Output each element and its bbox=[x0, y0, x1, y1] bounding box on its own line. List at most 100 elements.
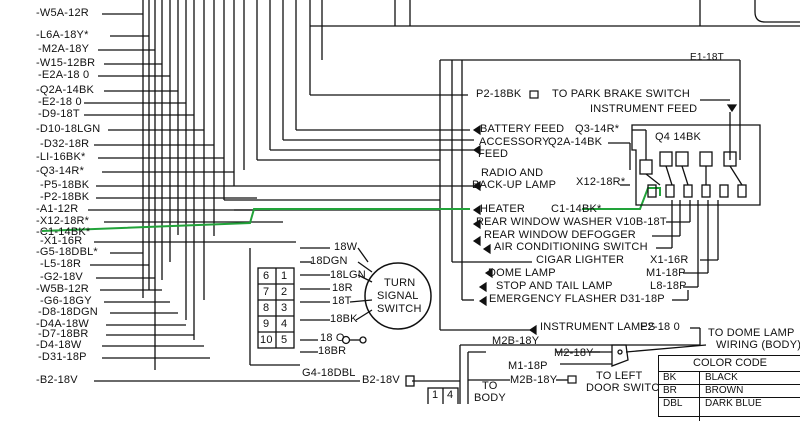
m1-18p-wire-label: M1-18P bbox=[508, 360, 548, 372]
turn-signal-wire-label: 18BK bbox=[330, 313, 358, 325]
left-wire-label: -L5-18R bbox=[40, 258, 82, 270]
turn-signal-wire-label: 18DGN bbox=[310, 255, 348, 267]
q3-wire-label: Q3-14R* bbox=[575, 123, 620, 135]
connector-pin-label: 5 bbox=[281, 334, 288, 346]
turn-signal-wire-label: 18LGN bbox=[330, 269, 366, 281]
connector-pin-label: 3 bbox=[281, 302, 288, 314]
left-wire-label: -L6A-18Y* bbox=[36, 29, 89, 41]
emergency-flasher-label: EMERGENCY FLASHER bbox=[489, 293, 617, 305]
turn-signal-wire-label: 18 O bbox=[320, 332, 345, 344]
turn-signal-label-3: SWITCH bbox=[377, 303, 422, 315]
left-wire-label: -X12-18R* bbox=[36, 215, 90, 227]
instrument-feed-label: INSTRUMENT FEED bbox=[590, 103, 698, 115]
left-wire-label: -G5-18DBL* bbox=[36, 246, 98, 258]
left-wire-label: -W15-12BR bbox=[36, 57, 96, 69]
d31-wire-label: D31-18P bbox=[620, 293, 665, 305]
m2b-wire-label-b: M2B-18Y bbox=[510, 374, 558, 386]
left-wire-label: -Q2A-14BK bbox=[36, 84, 95, 96]
turn-signal-label-1: TURN bbox=[384, 277, 416, 289]
left-wire-label: -P5-18BK bbox=[40, 179, 90, 191]
door-switch-connector-icon bbox=[567, 375, 577, 384]
battery-feed-label: BATTERY FEED bbox=[480, 123, 565, 135]
color-code-title: COLOR CODE bbox=[693, 357, 767, 369]
bottom-connector-pin: 4 bbox=[447, 389, 454, 401]
dome-lamp-connector bbox=[611, 344, 707, 367]
e1-wire-label: E1-18T bbox=[690, 52, 724, 63]
left-wire-label: -B2-18V bbox=[36, 374, 78, 386]
q2a-wire-label: Q2A-14BK bbox=[548, 136, 603, 148]
left-wire-label: -G6-18GY bbox=[40, 295, 92, 307]
left-wire-label: -LI-16BK* bbox=[36, 151, 86, 163]
c1-wire-label: C1-14BK* bbox=[551, 203, 602, 215]
dome-wiring-body-label: WIRING (BODY) bbox=[716, 339, 800, 351]
p2-wire-label: P2-18BK bbox=[476, 88, 522, 100]
cigar-lighter-label: CIGAR LIGHTER bbox=[536, 254, 625, 266]
l8-wire-label: L8-18P bbox=[650, 280, 687, 292]
connector-pin-label: 6 bbox=[263, 270, 270, 282]
to-left-label: TO LEFT bbox=[596, 370, 643, 382]
accessory-feed-label: FEED bbox=[478, 148, 509, 160]
park-brake-switch-label: TO PARK BRAKE SWITCH bbox=[552, 88, 691, 100]
e2-wire-label: E2-18 0 bbox=[640, 321, 680, 333]
left-wire-label: -E2A-18 0 bbox=[38, 69, 90, 81]
color-code-abbrev: BK bbox=[663, 372, 677, 383]
left-wire-label: -A1-12R bbox=[36, 203, 79, 215]
bottom-connector bbox=[405, 375, 459, 404]
connector-pin-label: 8 bbox=[263, 302, 270, 314]
turn-signal-wire-label: 18W bbox=[334, 241, 358, 253]
turn-signal-label-2: SIGNAL bbox=[377, 290, 419, 302]
x12-wire-label: X12-18R* bbox=[576, 176, 626, 188]
fuse-block bbox=[631, 124, 761, 206]
left-wire-label: -W5A-12R bbox=[36, 7, 89, 19]
left-wire-label: -D7-18BR bbox=[38, 328, 89, 340]
left-wire-label: -Q3-14R* bbox=[36, 165, 85, 177]
accessory-label: ACCESSORY bbox=[479, 136, 550, 148]
heater-wire-highlight bbox=[41, 208, 470, 232]
left-wire-label: -M2A-18Y bbox=[38, 43, 90, 55]
to-dome-lamp-label: TO DOME LAMP bbox=[708, 327, 795, 339]
rear-window-defogger-label: REAR WINDOW DEFOGGER bbox=[484, 229, 636, 241]
left-wire-label: -E2-18 0 bbox=[38, 96, 82, 108]
radio-label-line2: BACK-UP LAMP bbox=[472, 179, 557, 191]
left-wire-label: -P2-18BK bbox=[40, 191, 90, 203]
connector-pin-label: 1 bbox=[281, 270, 288, 282]
left-wire-label: -D8-18DGN bbox=[38, 306, 98, 318]
turn-signal-switch-circle bbox=[364, 262, 432, 330]
left-wire-label: -D9-18T bbox=[38, 108, 80, 120]
door-switch-label: DOOR SWITCH bbox=[586, 382, 668, 394]
m1-wire-label: M1-18P bbox=[646, 267, 686, 279]
left-wire-label: -D32-18R bbox=[40, 138, 90, 150]
left-wire-label: -D4-18W bbox=[36, 339, 82, 351]
m2b-wire-label-a: M2B-18Y bbox=[492, 335, 540, 347]
turn-signal-wire-label: 18BR bbox=[318, 345, 347, 357]
color-code-divider bbox=[699, 371, 700, 421]
turn-signal-wire-label: 18R bbox=[332, 282, 353, 294]
left-wire-label: -G2-18V bbox=[40, 271, 83, 283]
left-wire-label: -W5B-12R bbox=[36, 283, 89, 295]
radio-label-line1: RADIO AND bbox=[481, 167, 544, 179]
left-wire-label: -C1-14BK* bbox=[36, 226, 91, 238]
rear-window-washer-label: REAR WINDOW WASHER V10B-18T bbox=[476, 216, 667, 228]
to-body-label-line2: BODY bbox=[474, 392, 506, 404]
m2-wire-label: M2-18Y bbox=[554, 347, 594, 359]
connector-pin-label: 4 bbox=[281, 318, 288, 330]
q4-wire-label: Q4 14BK bbox=[655, 131, 702, 143]
connector-pin-label: 2 bbox=[281, 286, 288, 298]
wiring-diagram bbox=[41, 0, 800, 404]
park-brake-connector-icon bbox=[529, 90, 539, 99]
color-code-name: BROWN bbox=[705, 385, 744, 396]
left-wire-label: -D4A-18W bbox=[36, 318, 89, 330]
dome-lamp-label: DOME LAMP bbox=[488, 267, 556, 279]
left-wire-label: -X1-16R bbox=[40, 235, 83, 247]
g4-wire-label: G4-18DBL bbox=[302, 367, 356, 379]
turn-signal-connector bbox=[257, 267, 295, 349]
air-conditioning-switch-label: AIR CONDITIONING SWITCH bbox=[494, 241, 648, 253]
x1-wire-label: X1-16R bbox=[650, 254, 689, 266]
left-wire-label: -D10-18LGN bbox=[36, 123, 101, 135]
b2-wire-label-mid: B2-18V bbox=[362, 374, 400, 386]
to-body-label-line1: TO bbox=[482, 380, 498, 392]
connector-pin-label: 7 bbox=[263, 286, 270, 298]
